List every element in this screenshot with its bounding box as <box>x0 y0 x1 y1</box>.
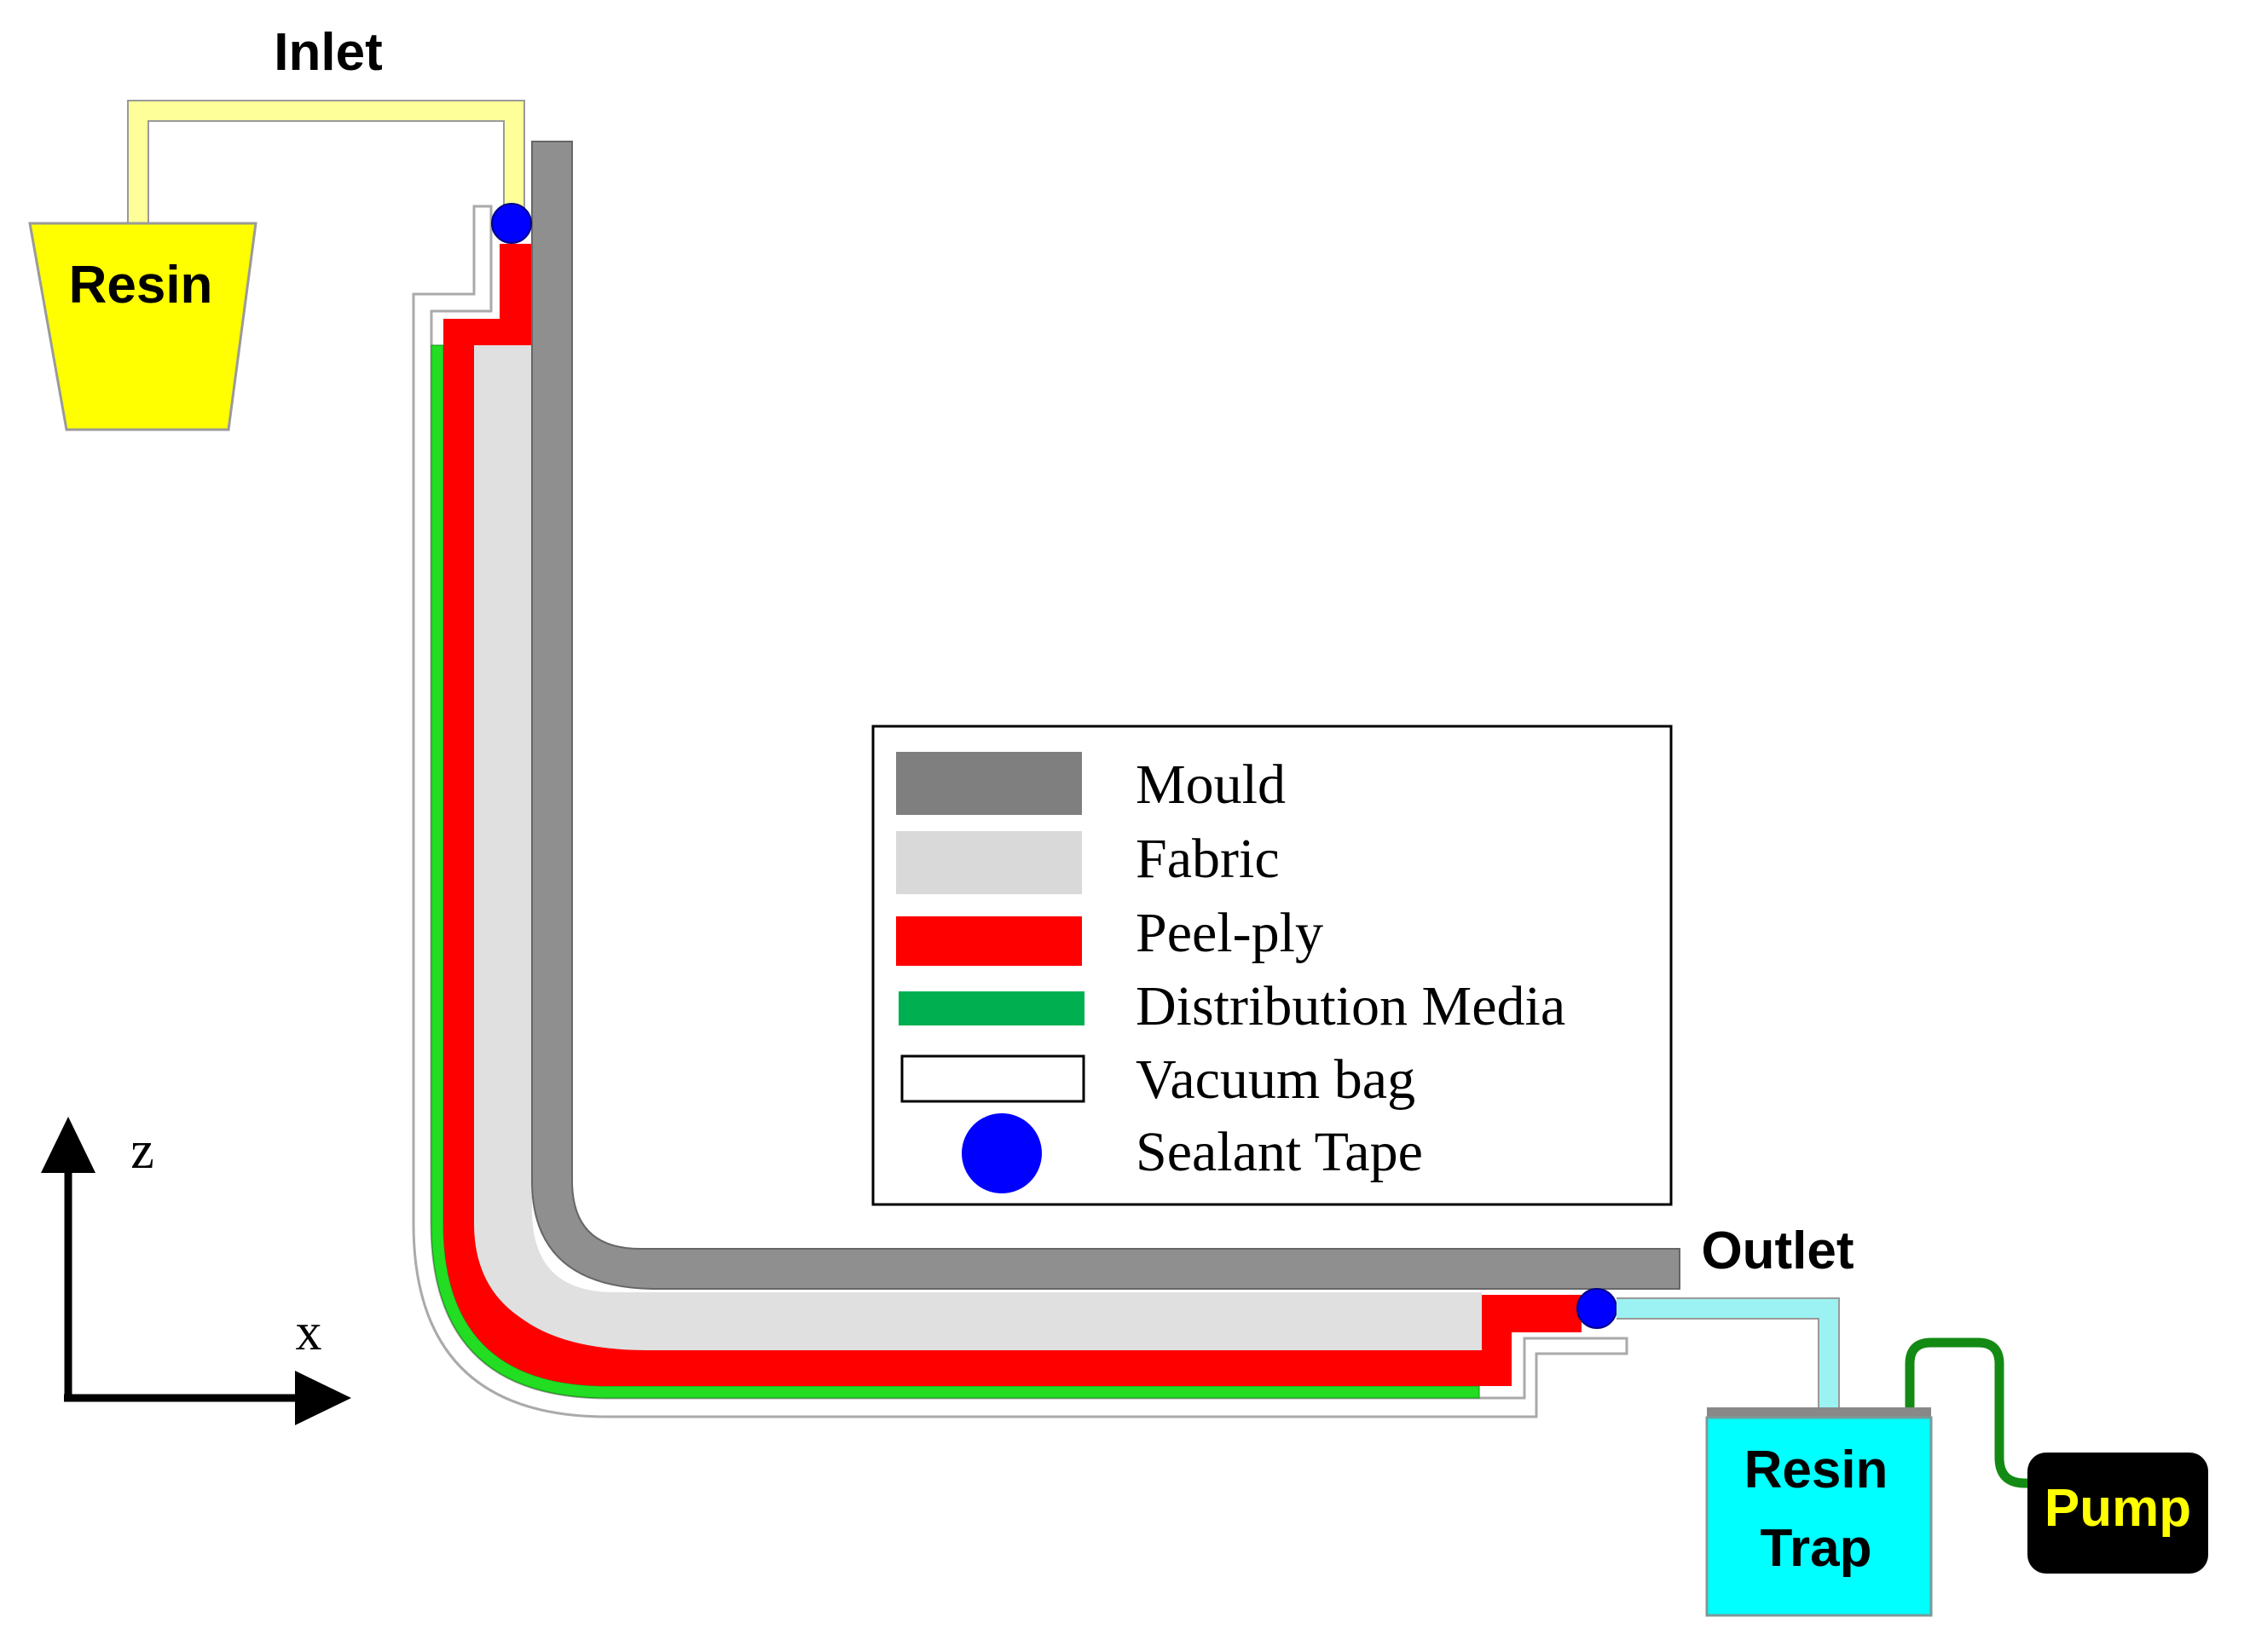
legend-swatch-fabric <box>896 831 1082 894</box>
resin-trap-label-line2: Trap <box>1761 1519 1872 1578</box>
outlet-label: Outlet <box>1701 1222 1854 1280</box>
vacuum-line <box>1905 1337 2033 1488</box>
pump <box>2027 1453 2208 1574</box>
legend-label-distribution-media: Distribution Media <box>1136 975 1565 1037</box>
sealant-tape-outlet <box>1576 1288 1617 1329</box>
legend-swatch-vacuum-bag <box>900 1054 1085 1103</box>
inlet-tube-fill <box>129 101 523 223</box>
resin-pot <box>28 222 257 431</box>
mould <box>531 141 1680 1290</box>
legend-label-mould: Mould <box>1136 754 1286 816</box>
inlet-label: Inlet <box>274 23 382 82</box>
legend-label-sealant-tape: Sealant Tape <box>1136 1121 1423 1183</box>
pump-label: Pump <box>2044 1479 2191 1538</box>
z-axis-arrowhead <box>41 1117 95 1173</box>
legend: Mould Fabric Peel-ply Distribution Media… <box>871 725 1673 1206</box>
legend-swatch-mould <box>896 752 1082 815</box>
sealant-tape-inlet <box>491 203 532 244</box>
inlet-tube <box>127 100 525 223</box>
outlet-tube-fill <box>1616 1299 1838 1412</box>
outlet-tube <box>1616 1297 1840 1412</box>
resin-trap-label-line1: Resin <box>1744 1441 1888 1499</box>
legend-label-fabric: Fabric <box>1136 828 1280 890</box>
x-axis-label: x <box>296 1303 322 1361</box>
legend-label-peel-ply: Peel-ply <box>1136 902 1323 964</box>
legend-swatch-peel-ply <box>896 916 1082 966</box>
z-axis-label: z <box>130 1122 154 1180</box>
resin-pot-label: Resin <box>69 256 213 315</box>
resin-trap <box>1705 1416 1933 1617</box>
axes: z x <box>41 1117 351 1425</box>
legend-swatch-distribution-media <box>899 991 1084 1025</box>
legend-swatch-sealant-tape <box>962 1113 1042 1193</box>
x-axis-arrowhead <box>295 1371 351 1425</box>
legend-label-vacuum-bag: Vacuum bag <box>1136 1048 1415 1111</box>
resin-trap-lid <box>1707 1407 1931 1418</box>
